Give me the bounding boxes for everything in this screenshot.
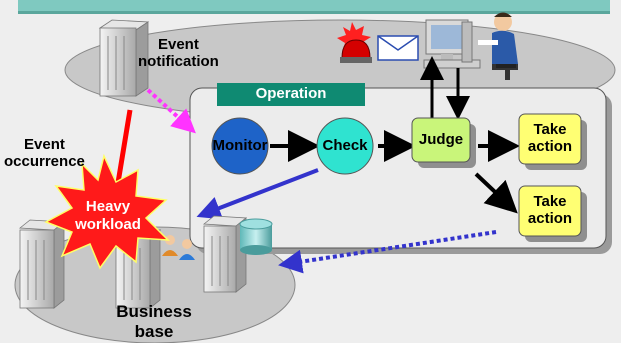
business-base-label: Business base [96, 302, 212, 341]
take-action-2-line-2: action [527, 210, 573, 228]
business-base-line-2: base [134, 321, 174, 341]
heavy-workload-burst [44, 153, 170, 270]
heavy-workload-line-1: Heavy [85, 198, 131, 215]
event-occurrence-line-1: Event [24, 136, 65, 153]
top-banner-shadow [18, 11, 610, 14]
heavy-workload-line-2: workload [75, 216, 141, 233]
heavy-workload-label: Heavy workload [58, 198, 158, 234]
take-action-1-label: Take action [519, 121, 581, 156]
judge-to-action2-arrow [474, 172, 518, 214]
action-to-business-arrow [278, 230, 497, 274]
event-occurrence-line-2: occurrence [4, 153, 85, 171]
operation-title: Operation [255, 85, 327, 102]
judge-node [411, 117, 471, 163]
users-icon [162, 235, 195, 260]
take-action-2-node [518, 185, 582, 237]
monitor-node [211, 117, 269, 175]
business-server-3-icon [202, 215, 248, 293]
take-action-1-node [518, 113, 582, 165]
computer-terminal-icon [423, 19, 481, 69]
take-action-2-line-1: Take [533, 193, 567, 210]
check-to-business-arrow [196, 168, 319, 220]
event-notification-label: Event notification [138, 36, 219, 71]
business-base-line-1: Business [116, 302, 192, 321]
check-label: Check [322, 137, 368, 154]
event-notification-line-2: notification [138, 53, 219, 71]
check-node [316, 117, 374, 175]
judge-label: Judge [418, 131, 464, 148]
alarm-lamp-icon [337, 22, 372, 63]
top-banner [18, 0, 610, 12]
event-notification-line-1: Event [157, 36, 199, 53]
monitor-label: Monitor [212, 137, 268, 154]
server-icon [98, 19, 150, 97]
operation-header [217, 83, 365, 106]
event-occurrence-label: Event occurrence [4, 136, 85, 171]
operator-person-icon [478, 12, 518, 80]
database-icon [239, 218, 273, 255]
event-notification-arrow [146, 88, 196, 134]
business-server-1-icon [18, 219, 66, 309]
take-action-1-line-2: action [527, 138, 573, 156]
take-action-2-label: Take action [519, 193, 581, 228]
take-action-1-line-1: Take [533, 121, 567, 138]
envelope-icon [377, 35, 419, 61]
